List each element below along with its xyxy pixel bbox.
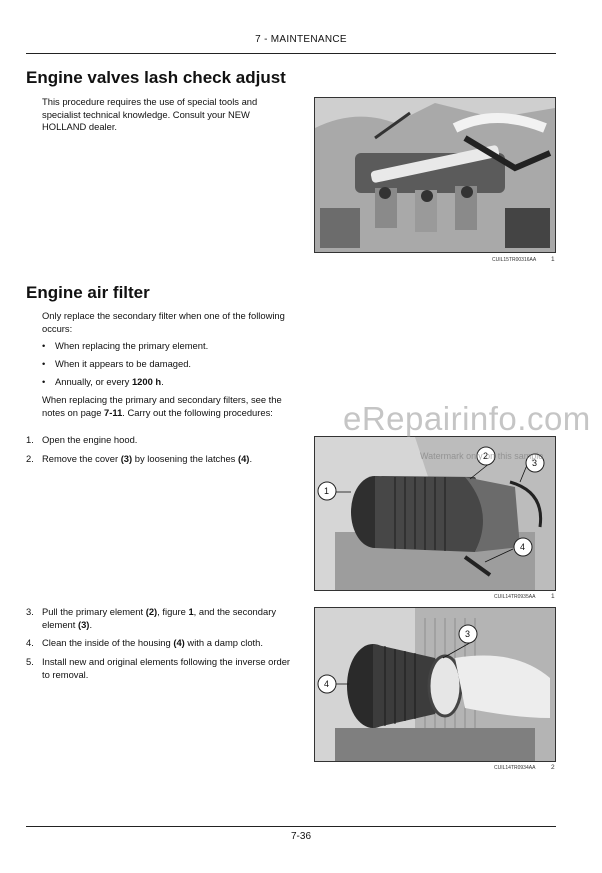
step-item: 4. Clean the inside of the housing (4) w… bbox=[26, 637, 263, 648]
figure-valve-train bbox=[314, 97, 556, 253]
callout-4-label: 4 bbox=[324, 679, 329, 689]
callout-3 bbox=[525, 453, 545, 473]
section-title-air-filter: Engine air filter bbox=[26, 283, 150, 302]
figure2-code: CUIL14TR0935AA bbox=[494, 594, 536, 600]
figure3-code: CUIL14TR0934AA bbox=[494, 765, 536, 771]
callout-2-label: 2 bbox=[483, 451, 488, 461]
callout-4 bbox=[513, 537, 533, 557]
callout-1 bbox=[317, 481, 337, 501]
step-item: 5. Install new and original elements fol… bbox=[26, 656, 291, 680]
callout-3 bbox=[458, 624, 478, 644]
figure1-number: 1 bbox=[551, 256, 555, 263]
callout-3-label: 3 bbox=[465, 629, 470, 639]
step-item: 2. Remove the cover (3) by loosening the… bbox=[26, 453, 253, 464]
procedure-note: When replacing the primary and secondary… bbox=[42, 394, 282, 418]
chapter-header: 7 - MAINTENANCE bbox=[255, 34, 347, 45]
figure3-number: 2 bbox=[551, 764, 555, 771]
bullet-item: •Annually, or every 1200 h. bbox=[42, 376, 164, 387]
watermark-text: eRepairinfo.com bbox=[343, 400, 591, 437]
callout-1-label: 1 bbox=[324, 486, 329, 496]
step-item: 3. Pull the primary element (2), figure … bbox=[26, 606, 277, 630]
callout-2 bbox=[476, 446, 496, 466]
callout-3-label: 3 bbox=[532, 458, 537, 468]
watermark-subtext: Watermark only on this sample bbox=[420, 451, 544, 461]
section-title-valves: Engine valves lash check adjust bbox=[26, 68, 286, 87]
figure1-code: CUIL15TR00316AA bbox=[492, 257, 537, 263]
callout-4 bbox=[317, 674, 337, 694]
footer-rule bbox=[26, 826, 556, 827]
valves-body-text: This procedure requires the use of speci… bbox=[42, 96, 258, 133]
bullet-item: •When it appears to be damaged. bbox=[42, 358, 192, 369]
figure-air-filter-cover: 1 2 3 4 bbox=[314, 436, 556, 591]
header-rule bbox=[26, 53, 556, 54]
page-number: 7-36 bbox=[290, 831, 311, 842]
bullet-item: •When replacing the primary element. bbox=[42, 340, 209, 351]
air-filter-intro: Only replace the secondary filter when o… bbox=[42, 310, 285, 334]
callout-4-label: 4 bbox=[520, 542, 525, 552]
figure-primary-element-removal: 4 3 bbox=[314, 607, 556, 762]
figure2-number: 1 bbox=[551, 593, 555, 600]
step-item: 1. Open the engine hood. bbox=[26, 434, 138, 445]
